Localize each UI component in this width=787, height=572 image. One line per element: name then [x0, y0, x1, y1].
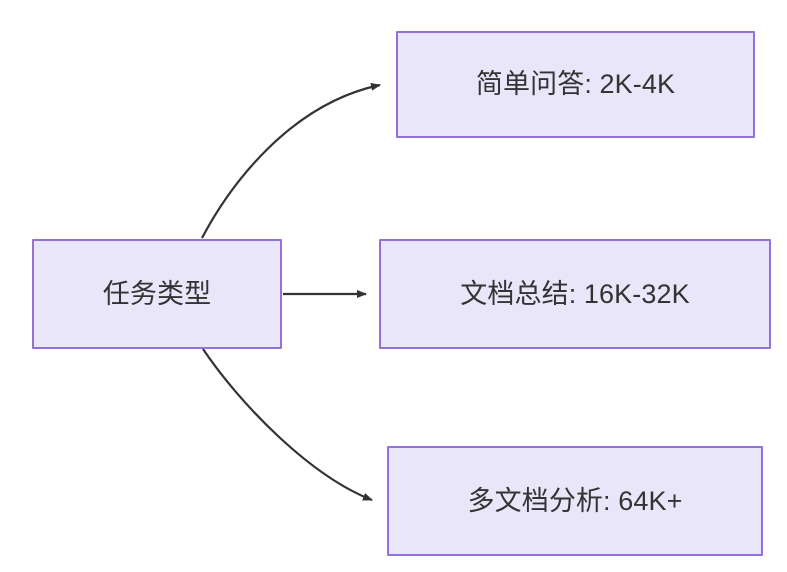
node-multi-doc-analysis[interactable]: 多文档分析: 64K+ — [387, 446, 763, 556]
node-task-type-label: 任务类型 — [102, 278, 212, 309]
node-simple-qa[interactable]: 简单问答: 2K-4K — [396, 31, 755, 138]
node-task-type[interactable]: 任务类型 — [32, 239, 282, 349]
node-simple-qa-label: 简单问答: 2K-4K — [475, 69, 676, 100]
edge-task-type-to-simple-qa — [201, 82, 381, 239]
node-doc-summary[interactable]: 文档总结: 16K-32K — [379, 239, 771, 349]
node-doc-summary-label: 文档总结: 16K-32K — [460, 278, 690, 309]
node-multi-doc-analysis-label: 多文档分析: 64K+ — [467, 485, 683, 516]
edge-task-type-to-multi-doc-analysis — [202, 348, 373, 502]
